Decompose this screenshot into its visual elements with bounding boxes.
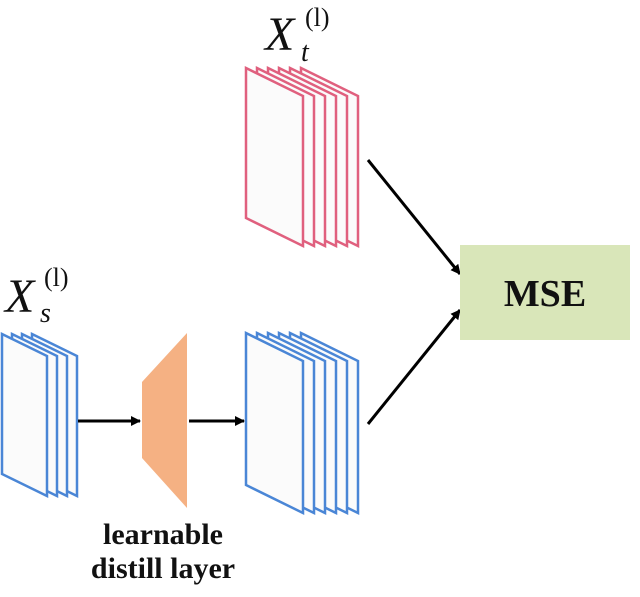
distill-label-line2: distill layer [91,552,235,585]
student-feature-stack [0,331,79,499]
student-label: X s (l) [3,263,69,329]
mse-label: MSE [504,273,586,315]
student-subscript: s [40,298,51,329]
student-superscript: (l) [44,263,69,292]
teacher-feature-stack [244,65,360,249]
arrow-teacher-to-mse [366,159,462,275]
mse-box [460,245,630,340]
arrow-projected-to-mse [366,309,462,425]
distill-label-line1: learnable [103,518,223,551]
teacher-feature-map-1 [244,65,305,249]
student-symbol: X [3,270,36,323]
teacher-label: X t (l) [263,3,330,68]
student-feature-map-1 [0,331,49,499]
teacher-superscript: (l) [305,3,330,32]
teacher-subscript: t [301,37,310,68]
projected-feature-stack [244,330,360,516]
distill-layer-shape [142,333,187,508]
projected-feature-map-1 [244,330,305,516]
teacher-symbol: X [263,8,296,61]
